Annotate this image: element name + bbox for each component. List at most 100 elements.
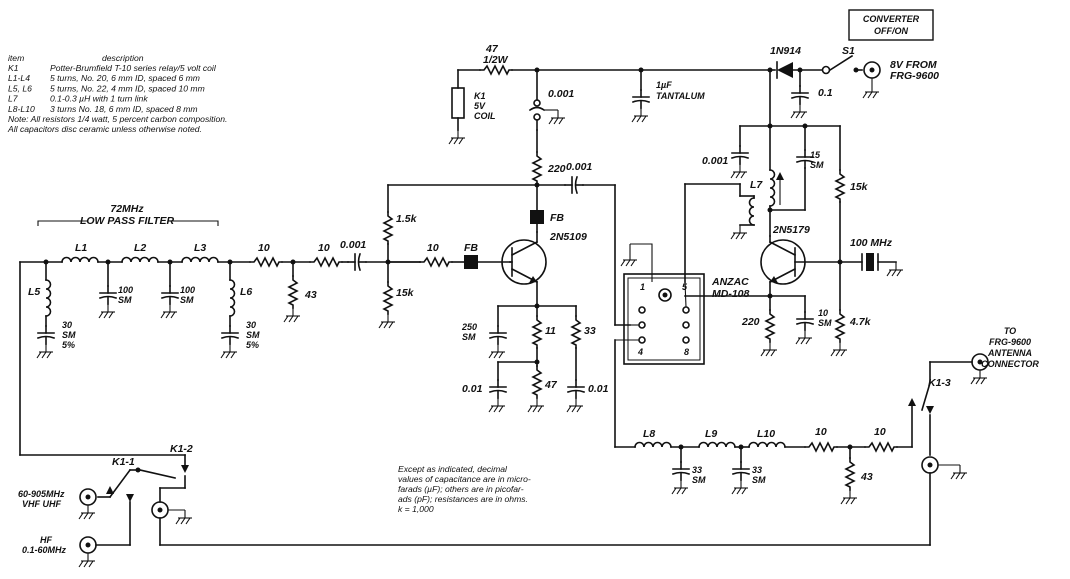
- label-C30a-2: SM: [62, 330, 76, 340]
- label-R220a: 220: [547, 163, 566, 175]
- filter-freq-label: 72MHz: [110, 203, 144, 215]
- label-Q1: 2N5109: [549, 231, 587, 243]
- label-C001d: 0.001: [702, 155, 728, 167]
- oscillator-stage: 0.001 L7 15 SM 15k: [684, 69, 904, 357]
- parts-list-header-item: item: [8, 53, 24, 63]
- label-D1: 1N914: [770, 45, 801, 57]
- label-L10: L10: [757, 428, 775, 440]
- converter-label-2: OFF/ON: [874, 26, 908, 36]
- parts-note: All capacitors disc ceramic unless other…: [7, 124, 202, 134]
- label-C33a-2: SM: [692, 475, 706, 485]
- label-C001top: 0.001: [548, 88, 574, 100]
- label-R33: 33: [584, 325, 596, 337]
- label-R10b: 10: [318, 242, 330, 254]
- parts-row-description: Potter-Brumfield T-10 series relay/5 vol…: [50, 63, 217, 73]
- label-C100a-1: 100: [118, 285, 133, 295]
- parts-row-description: 0.1-0.3 µH with 1 turn link: [50, 94, 148, 104]
- label-R11: 11: [545, 325, 556, 337]
- mixer-pin-8: 8: [684, 347, 689, 357]
- label-R4k7: 4.7k: [849, 316, 872, 328]
- label-R43a: 43: [304, 289, 317, 301]
- converter-label-1: CONVERTER: [863, 14, 920, 24]
- label-IN60-2: VHF UHF: [22, 499, 61, 509]
- label-R47top-2: 1/2W: [483, 54, 509, 66]
- footnote-line: values of capacitance are in micro-: [398, 474, 531, 484]
- label-L6: L6: [240, 286, 252, 298]
- label-FBb: FB: [550, 212, 564, 224]
- label-C100b-2: SM: [180, 295, 194, 305]
- label-TO-1: TO: [1004, 326, 1016, 336]
- label-Ctant-1: 1µF: [656, 80, 672, 90]
- parts-list-header-description: description: [102, 53, 144, 63]
- label-R220b: 220: [741, 316, 760, 328]
- label-L8: L8: [643, 428, 655, 440]
- label-L1: L1: [75, 242, 87, 254]
- label-C30b-3: 5%: [246, 340, 259, 350]
- label-L9: L9: [705, 428, 717, 440]
- parts-note: Note: All resistors 1/4 watt, 5 percent …: [8, 114, 227, 124]
- label-C001in: 0.001: [340, 239, 366, 251]
- converter-switch-label: CONVERTER OFF/ON: [848, 9, 934, 41]
- label-L7: L7: [750, 179, 763, 191]
- label-C250-1: 250: [461, 322, 477, 332]
- mixer-pin-1: 1: [640, 282, 645, 292]
- label-TO-2: FRG-9600: [989, 337, 1031, 347]
- footnote-line: farads (µF); others are in picofar-: [398, 484, 524, 494]
- label-R10c: 10: [427, 242, 439, 254]
- parts-row-description: 3 turns No. 18, 6 mm ID, spaced 8 mm: [50, 104, 198, 114]
- label-TO-4: CONNECTOR: [981, 359, 1039, 369]
- mixer-pin-4: 4: [637, 347, 643, 357]
- filter-name-label: LOW PASS FILTER: [80, 215, 175, 227]
- label-K11: K1-1: [112, 456, 135, 468]
- label-C001c: 0.001: [566, 161, 592, 173]
- label-L3: L3: [194, 242, 206, 254]
- parts-row-description: 5 turns, No. 20, 6 mm ID, spaced 6 mm: [50, 73, 200, 83]
- label-C100b-1: 100: [180, 285, 195, 295]
- label-K1coil-2: 5V: [474, 101, 486, 111]
- label-C30b-1: 30: [246, 320, 256, 330]
- label-R47top-1: 47: [485, 43, 499, 55]
- input-switching: K1-2 K1-1 60-905MHz VHF UHF HF 0.1-60MHz: [18, 443, 931, 568]
- amplifier-stage: 1.5k 15k 10 FB 2N5109 FB 220: [378, 129, 631, 413]
- label-C001f: 0.01: [588, 383, 609, 395]
- label-K12: K1-2: [170, 443, 193, 455]
- label-C001e: 0.01: [462, 383, 483, 395]
- label-C15-1: 15: [810, 150, 821, 160]
- label-C33b-2: SM: [752, 475, 766, 485]
- parts-list: item description K1 Potter-Brumfield T-10…: [7, 53, 227, 134]
- label-L2: L2: [134, 242, 146, 254]
- footnote-line: ads (pF); resistances are in ohms.: [398, 494, 528, 504]
- label-INHF-2: 0.1-60MHz: [22, 545, 67, 555]
- label-V8-2: FRG-9600: [890, 70, 939, 82]
- footnote-line: k = 1,000: [398, 504, 434, 514]
- label-IN60-1: 60-905MHz: [18, 489, 65, 499]
- label-K1coil-1: K1: [474, 91, 486, 101]
- parts-row-description: 5 turns, No. 22, 4 mm ID, spaced 10 mm: [50, 83, 205, 93]
- footnote-line: Except as indicated, decimal: [398, 464, 508, 474]
- parts-row-item: K1: [8, 63, 19, 73]
- label-R10a: 10: [258, 242, 270, 254]
- label-C33b-1: 33: [752, 465, 762, 475]
- mixer-md108: ANZAC MD-108 1 5 4 8: [614, 243, 750, 448]
- label-C33a-1: 33: [692, 465, 702, 475]
- label-R15ka: 15k: [396, 287, 415, 299]
- label-mixer-1: ANZAC: [711, 276, 749, 288]
- label-C01top: 0.1: [818, 87, 833, 99]
- label-C10-2: SM: [818, 318, 832, 328]
- label-C250-2: SM: [462, 332, 476, 342]
- label-mixer-2: MD-108: [712, 288, 750, 300]
- label-R1k5: 1.5k: [396, 213, 418, 225]
- label-FBa: FB: [464, 242, 478, 254]
- parts-row-item: L1-L4: [8, 73, 30, 83]
- parts-row-item: L5, L6: [8, 83, 32, 93]
- parts-row-item: L8-L10: [8, 104, 35, 114]
- label-TO-3: ANTENNA: [987, 348, 1032, 358]
- label-R10e: 10: [874, 426, 886, 438]
- label-Ctant-2: TANTALUM: [656, 91, 705, 101]
- label-INHF-1: HF: [40, 535, 52, 545]
- label-C15-2: SM: [810, 160, 824, 170]
- parts-list-rows: K1 Potter-Brumfield T-10 series relay/5 v…: [7, 63, 227, 134]
- label-V8-1: 8V FROM: [890, 59, 937, 71]
